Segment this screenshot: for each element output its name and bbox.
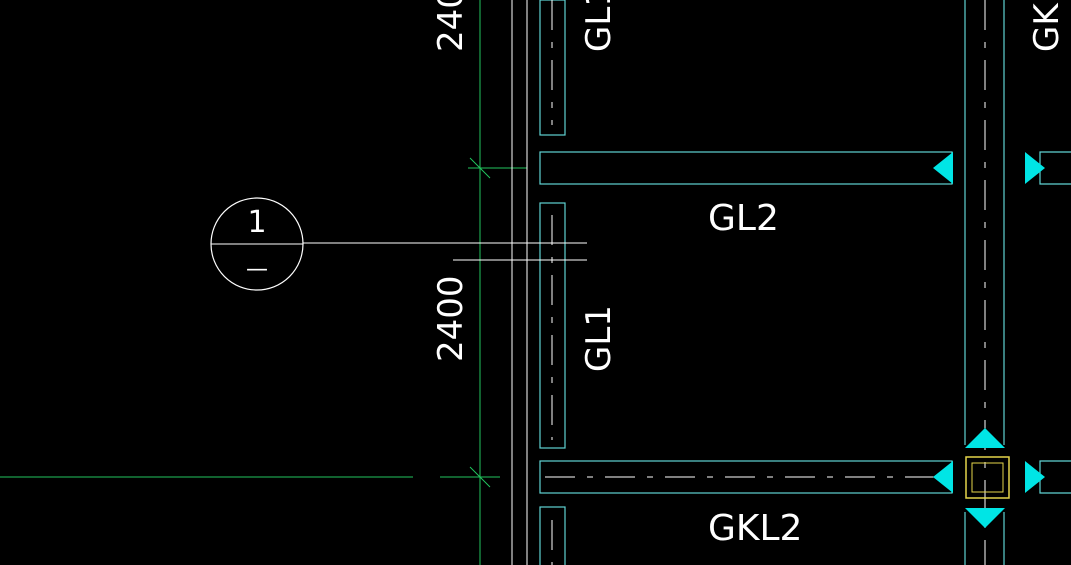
section-cut-lines [303, 242, 587, 261]
grip-arrow-down[interactable] [965, 508, 1005, 528]
beam-label-gl1-mid: GL1 [579, 305, 619, 372]
grip-arrows[interactable] [933, 152, 1045, 528]
beam-bottom-outline[interactable] [539, 506, 566, 565]
selection-grip-inner [971, 462, 1004, 493]
beam-gl2-outline[interactable] [539, 151, 953, 185]
beam-label-gkl-top: GKL [1027, 0, 1067, 52]
grip-arrow-right-gl2[interactable] [1025, 152, 1045, 184]
beam-gl1-mid-outline[interactable] [539, 202, 566, 449]
grip-arrow-left-gkl2[interactable] [933, 461, 953, 493]
beam-label-gkl2: GKL2 [708, 508, 802, 549]
beam-label-gl2: GL2 [708, 198, 779, 239]
section-marker[interactable]: 1 — [210, 197, 304, 291]
dimension-label-middle: 2400 [431, 275, 471, 362]
section-marker-number: 1 [247, 205, 266, 240]
dimension-tick [469, 157, 491, 179]
grip-arrow-up[interactable] [965, 428, 1005, 448]
dimension-label-top: 2400 [431, 0, 471, 52]
wall-lines [511, 0, 528, 565]
beam-centerlines [545, 0, 986, 565]
selection-grip-box[interactable] [965, 456, 1010, 499]
beam-label-gl1-top: GL1 [579, 0, 619, 52]
grip-arrow-left-gl2[interactable] [933, 152, 953, 184]
grip-arrow-right-gkl2[interactable] [1025, 461, 1045, 493]
section-marker-sheet: — [246, 257, 268, 282]
beam-gl1-top-outline[interactable] [539, 0, 566, 136]
beam-outlines [539, 0, 1071, 565]
axis-lines [0, 0, 527, 565]
